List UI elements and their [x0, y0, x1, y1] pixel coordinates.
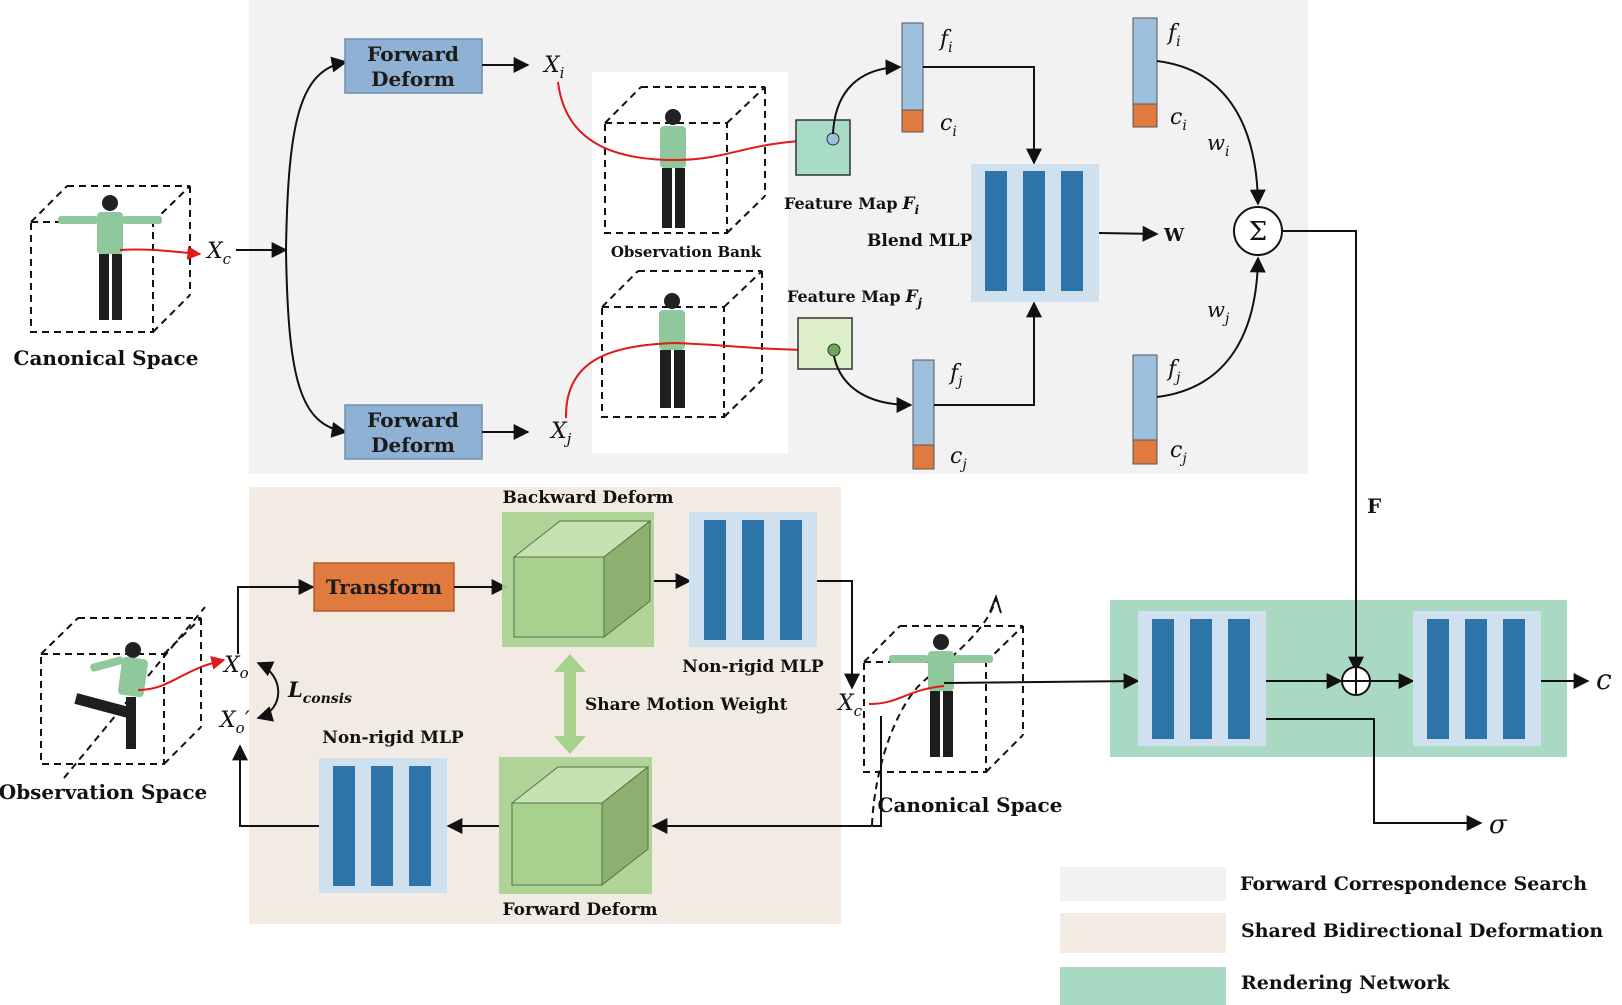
observation-space-label: Observation Space — [0, 780, 207, 804]
svg-text:wi: wi — [1207, 131, 1229, 160]
svg-text:cj: cj — [950, 444, 967, 473]
non-rigid-mlp-top — [689, 512, 817, 647]
svg-text:Deform: Deform — [371, 433, 455, 457]
feature-map-j — [797, 317, 853, 370]
xc-bottom-label: Xc — [836, 691, 863, 720]
weighted-sum-node: Σ — [1233, 206, 1283, 256]
svg-text:Transform: Transform — [326, 575, 442, 599]
xj-label: Xj — [549, 419, 572, 448]
blend-mlp — [971, 164, 1099, 302]
render-mlp-1 — [1138, 611, 1266, 746]
legend-label-bidirectional-deformation: Shared Bidirectional Deformation — [1241, 920, 1603, 942]
svg-text:Σ: Σ — [1249, 217, 1267, 247]
feature-vector-fi-right — [1132, 17, 1158, 105]
feature-vector-fj — [912, 359, 935, 446]
color-output-label: c — [1596, 663, 1612, 696]
non-rigid-mlp-top-label: Non-rigid MLP — [682, 657, 824, 677]
observation-bank-panel — [592, 72, 788, 453]
non-rigid-mlp-bottom — [319, 758, 447, 893]
share-motion-weight-arrow — [554, 654, 586, 754]
svg-text:Forward: Forward — [367, 408, 459, 432]
legend-swatch-rendering-network — [1060, 967, 1226, 1005]
svg-text:Deform: Deform — [371, 67, 455, 91]
observation-cube-i — [604, 86, 766, 234]
concat-node — [1341, 666, 1371, 696]
l-consis-label: Lconsis — [287, 677, 352, 707]
share-motion-weight-label: Share Motion Weight — [585, 695, 788, 715]
observation-bank-label: Observation Bank — [611, 243, 762, 261]
tpose-person-icon-bottom — [889, 634, 993, 757]
xc-top-label: Xc — [205, 239, 232, 268]
forward-deform-box-1: Forward Deform — [344, 38, 483, 94]
backward-deform-block — [502, 512, 654, 647]
forward-deform-box-2: Forward Deform — [344, 404, 483, 460]
non-rigid-mlp-bottom-label: Non-rigid MLP — [322, 728, 464, 748]
canonical-space-top-label: Canonical Space — [14, 346, 199, 370]
xi-label: Xi — [542, 53, 565, 82]
forward-deform-block — [499, 757, 652, 894]
transform-box: Transform — [313, 562, 455, 612]
forward-deform-bottom-label: Forward Deform — [502, 900, 657, 920]
svg-text:ci: ci — [1170, 105, 1187, 134]
backward-deform-label: Backward Deform — [502, 488, 673, 508]
person-icon-i — [660, 109, 686, 228]
feature-vector-ci — [901, 109, 924, 133]
feature-map-i — [795, 119, 851, 176]
w-output-label: W — [1163, 225, 1185, 246]
legend: Forward Correspondence Search Shared Bid… — [1060, 867, 1603, 1005]
person-icon-j — [659, 293, 685, 408]
legend-label-forward-correspondence: Forward Correspondence Search — [1240, 873, 1587, 895]
feature-vector-fj-right — [1132, 354, 1158, 441]
svg-text:cj: cj — [1170, 438, 1187, 467]
xo-prime-label: Xo′ — [218, 708, 250, 737]
svg-text:wj: wj — [1207, 298, 1230, 327]
observation-cube-j — [601, 270, 763, 418]
blend-mlp-label: Blend MLP — [867, 231, 973, 251]
density-output-label: σ — [1489, 810, 1508, 840]
feature-vector-fi — [901, 22, 924, 111]
svg-text:ci: ci — [940, 111, 957, 140]
tpose-person-icon — [58, 195, 162, 320]
F-label: F — [1367, 494, 1381, 518]
legend-label-rendering-network: Rendering Network — [1241, 972, 1450, 994]
kicking-person-icon — [74, 642, 149, 749]
feature-vector-cj — [912, 444, 935, 470]
render-mlp-2 — [1413, 611, 1541, 746]
legend-swatch-forward-correspondence — [1060, 867, 1226, 901]
canonical-space-bottom-label: Canonical Space — [878, 793, 1063, 817]
canonical-cube-bottom — [863, 599, 1024, 826]
legend-swatch-bidirectional-deformation — [1060, 913, 1226, 953]
svg-text:Forward: Forward — [367, 42, 459, 66]
xo-label: Xo — [222, 653, 249, 682]
